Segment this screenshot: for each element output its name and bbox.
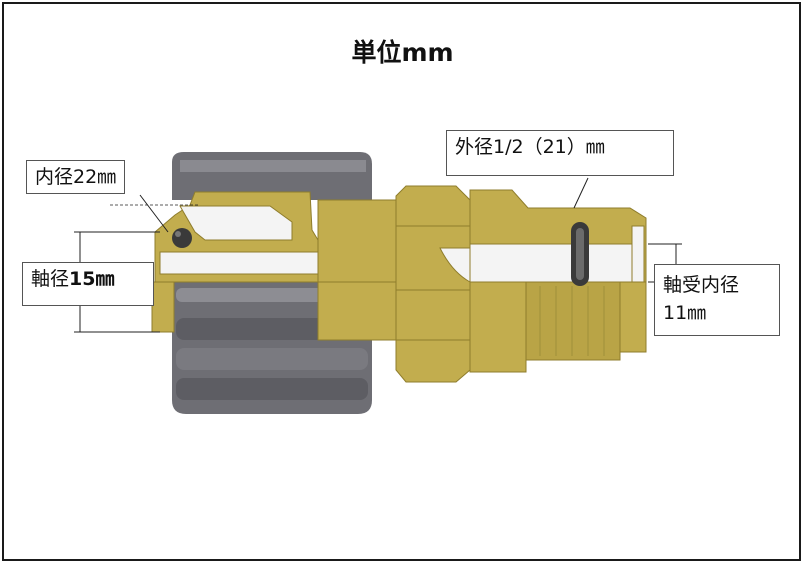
shaft-diameter-value: 15㎜ bbox=[69, 268, 115, 290]
outer-diameter-label: 外径1/2（21）㎜ bbox=[446, 130, 674, 176]
left-oring bbox=[172, 228, 192, 248]
right-tip-lower bbox=[619, 281, 647, 353]
leader-inner-diameter bbox=[139, 194, 169, 233]
rubber-ridge-3 bbox=[176, 348, 368, 370]
thread-lines bbox=[539, 286, 605, 356]
rubber-nut-upper-highlight bbox=[180, 160, 366, 172]
shaft-diameter-label: 軸径15㎜ bbox=[22, 262, 154, 306]
bearing-inner-line2: 11㎜ bbox=[663, 302, 707, 324]
leader-outer-diameter bbox=[573, 177, 589, 209]
coupler-cavity bbox=[179, 205, 293, 241]
rubber-ridge-4 bbox=[176, 378, 368, 400]
threaded-body-lower bbox=[317, 281, 397, 341]
right-body-lower bbox=[469, 281, 527, 373]
unit-title: 単位mm bbox=[351, 38, 454, 67]
bearing-inner-diameter-label: 軸受内径 11㎜ bbox=[654, 264, 780, 336]
inner-diameter-label: 内径22㎜ bbox=[26, 160, 126, 194]
right-oring-inner bbox=[576, 228, 584, 280]
threaded-body-upper bbox=[317, 199, 397, 283]
hex-nut bbox=[395, 185, 471, 383]
shaft-diameter-prefix: 軸径 bbox=[31, 268, 70, 290]
right-bore bbox=[469, 243, 633, 283]
coupler-lower-brass bbox=[151, 281, 175, 333]
left-oring-highlight bbox=[175, 231, 181, 237]
hex-nut-face-line bbox=[396, 225, 470, 341]
bearing-inner-line1: 軸受内径 bbox=[663, 274, 740, 296]
coupler-bore bbox=[159, 251, 321, 275]
right-tip-bore bbox=[631, 225, 645, 283]
